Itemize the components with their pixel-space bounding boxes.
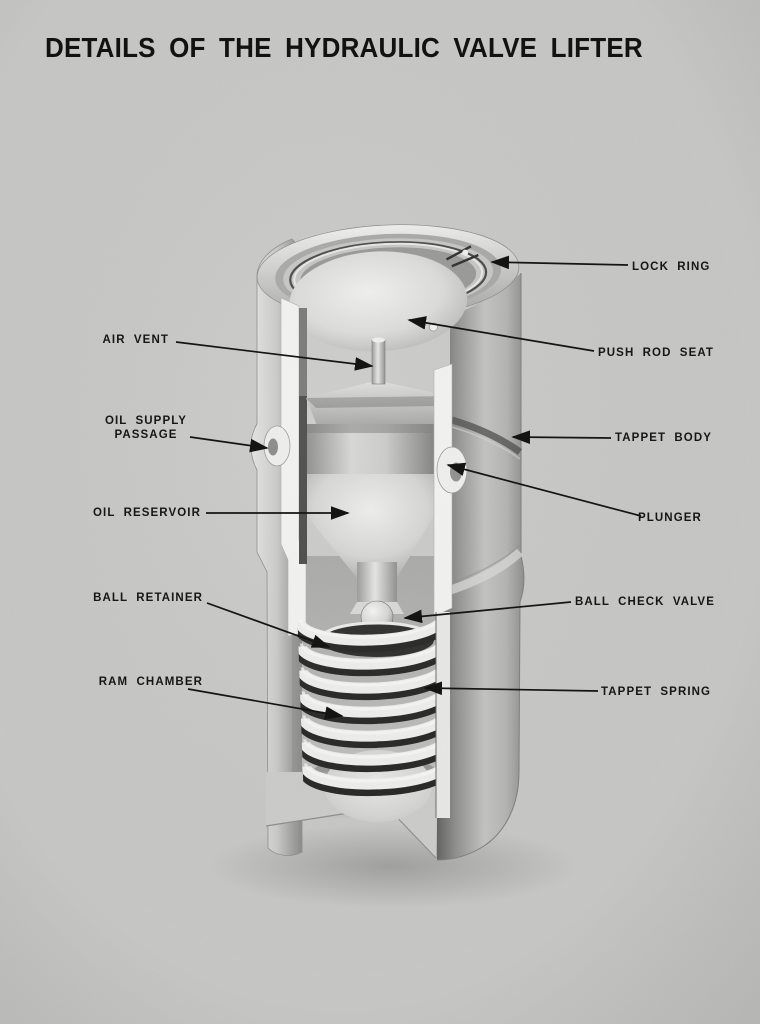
callout-oil-reservoir: OIL RESERVOIR <box>93 507 201 519</box>
leader-air-vent <box>175 341 374 371</box>
callout-lock-ring: LOCK RING <box>632 261 711 273</box>
callout-ram-chamber: RAM CHAMBER <box>98 676 203 688</box>
callout-air-vent: AIR VENT <box>102 334 169 346</box>
leader-oil-supply-passage <box>189 436 269 453</box>
callout-tappet-body: TAPPET BODY <box>615 432 713 444</box>
callout-oil-supply-line2: PASSAGE <box>114 429 178 441</box>
callout-oil-supply-passage: OIL SUPPLY PASSAGE <box>105 414 187 442</box>
leader-plunger <box>446 462 642 517</box>
leader-lines <box>175 255 642 720</box>
leader-lock-ring <box>490 255 629 270</box>
leader-ball-check-valve <box>403 601 572 624</box>
callout-ball-retainer: BALL RETAINER <box>93 592 203 604</box>
page-title: DETAILS OF THE HYDRAULIC VALVE LIFTER <box>45 32 643 64</box>
callout-tappet-spring: TAPPET SPRING <box>601 686 712 698</box>
leader-push-rod-seat <box>407 316 595 352</box>
callout-ball-check-valve: BALL CHECK VALVE <box>575 596 715 608</box>
leader-tappet-body <box>511 430 612 444</box>
leader-ball-retainer <box>206 602 331 648</box>
leader-tappet-spring <box>423 681 599 696</box>
leader-ram-chamber <box>187 688 344 720</box>
callout-push-rod-seat: PUSH ROD SEAT <box>598 347 715 359</box>
callout-oil-supply-line1: OIL SUPPLY <box>104 415 188 427</box>
callout-plunger: PLUNGER <box>638 512 702 524</box>
